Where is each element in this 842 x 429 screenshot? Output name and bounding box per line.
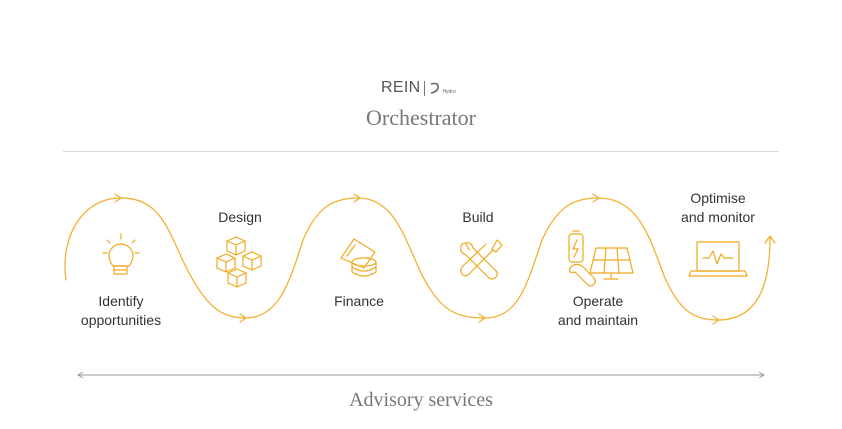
- logo-text: REIN: [381, 79, 421, 96]
- flow-line: [64, 197, 771, 321]
- page-title: Orchestrator: [366, 105, 476, 130]
- stage-label-design: Design: [218, 209, 262, 225]
- flow-arrow: [478, 313, 486, 323]
- stage-label-optimise-and-monitor: Optimise and monitor: [681, 190, 755, 225]
- cubes-icon: [216, 236, 262, 288]
- stage-label-build: Build: [462, 209, 494, 225]
- rein-logo: REIN Hydro: [381, 78, 471, 98]
- flow-arrow: [353, 193, 361, 203]
- flow-arrow: [114, 193, 122, 203]
- advisory-range-arrow: [77, 371, 765, 379]
- coins-icon: [340, 238, 377, 277]
- stage-label-identify-opportunities: Identify opportunities: [80, 293, 162, 328]
- flow-arrow: [592, 193, 600, 203]
- hydro-mark-icon: [431, 82, 440, 94]
- logo-divider: [424, 80, 426, 96]
- stage-label-operate-and-maintain: Operate and maintain: [557, 293, 639, 328]
- logo-subtext: Hydro: [442, 88, 456, 95]
- flow-arrow: [764, 235, 776, 244]
- battery-solar-icon: [568, 230, 634, 287]
- flow-arrow: [712, 315, 720, 325]
- lightbulb-icon: [102, 233, 140, 275]
- header-divider: [63, 151, 779, 152]
- flow-arrow: [239, 313, 247, 323]
- laptop-monitor-icon: [688, 241, 748, 277]
- advisory-services-title: Advisory services: [349, 389, 493, 411]
- stage-label-finance: Finance: [334, 293, 384, 309]
- tools-icon: [460, 239, 503, 280]
